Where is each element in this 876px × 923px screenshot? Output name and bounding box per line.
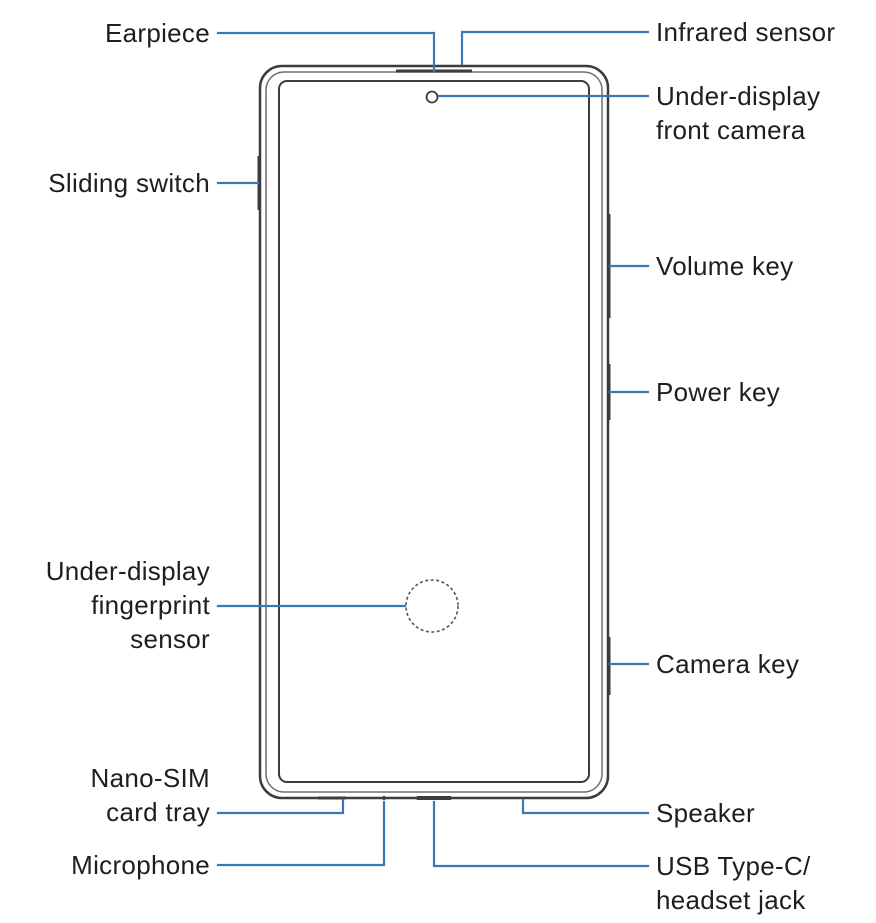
speaker-leader	[521, 798, 650, 815]
label-fingerprint-line-2: fingerprint	[91, 590, 210, 620]
earpiece-leader	[216, 31, 436, 73]
label-infrared-sensor: Infrared sensor	[656, 17, 836, 47]
label-front-camera: Under-display front camera	[656, 79, 820, 147]
nano-sim-leader	[216, 798, 345, 815]
label-nano-sim-tray: Nano-SIM card tray	[91, 761, 210, 829]
front-camera-icon	[425, 90, 439, 104]
label-microphone: Microphone	[71, 850, 210, 880]
label-usb-jack: USB Type-C/ headset jack	[656, 849, 811, 917]
label-usb-line-2: headset jack	[656, 885, 806, 915]
label-fingerprint-line-1: Under-display	[45, 556, 210, 586]
usb-jack-leader	[432, 800, 650, 868]
infrared-sensor-leader	[460, 30, 650, 66]
phone-body-outline	[258, 64, 610, 800]
phone-frame-inner	[265, 71, 603, 793]
microphone-leader	[216, 800, 386, 867]
label-usb-line-1: USB Type-C/	[656, 851, 811, 881]
label-earpiece: Earpiece	[104, 18, 210, 48]
label-nano-sim-line-1: Nano-SIM	[90, 763, 210, 793]
label-front-camera-line-1: Under-display	[656, 81, 821, 111]
label-fingerprint-sensor: Under-display fingerprint sensor	[46, 554, 210, 656]
label-nano-sim-line-2: card tray	[106, 797, 210, 827]
microphone-hole	[382, 796, 386, 800]
usb-port	[416, 796, 452, 800]
label-speaker: Speaker	[656, 798, 755, 828]
label-sliding-switch: Sliding switch	[48, 168, 210, 198]
label-front-camera-line-2: front camera	[656, 115, 806, 145]
label-volume-key: Volume key	[656, 251, 794, 281]
phone-screen	[278, 80, 590, 783]
label-power-key: Power key	[656, 377, 781, 407]
label-camera-key: Camera key	[656, 649, 800, 679]
fingerprint-sensor-icon	[405, 579, 459, 633]
label-fingerprint-line-3: sensor	[130, 624, 210, 654]
